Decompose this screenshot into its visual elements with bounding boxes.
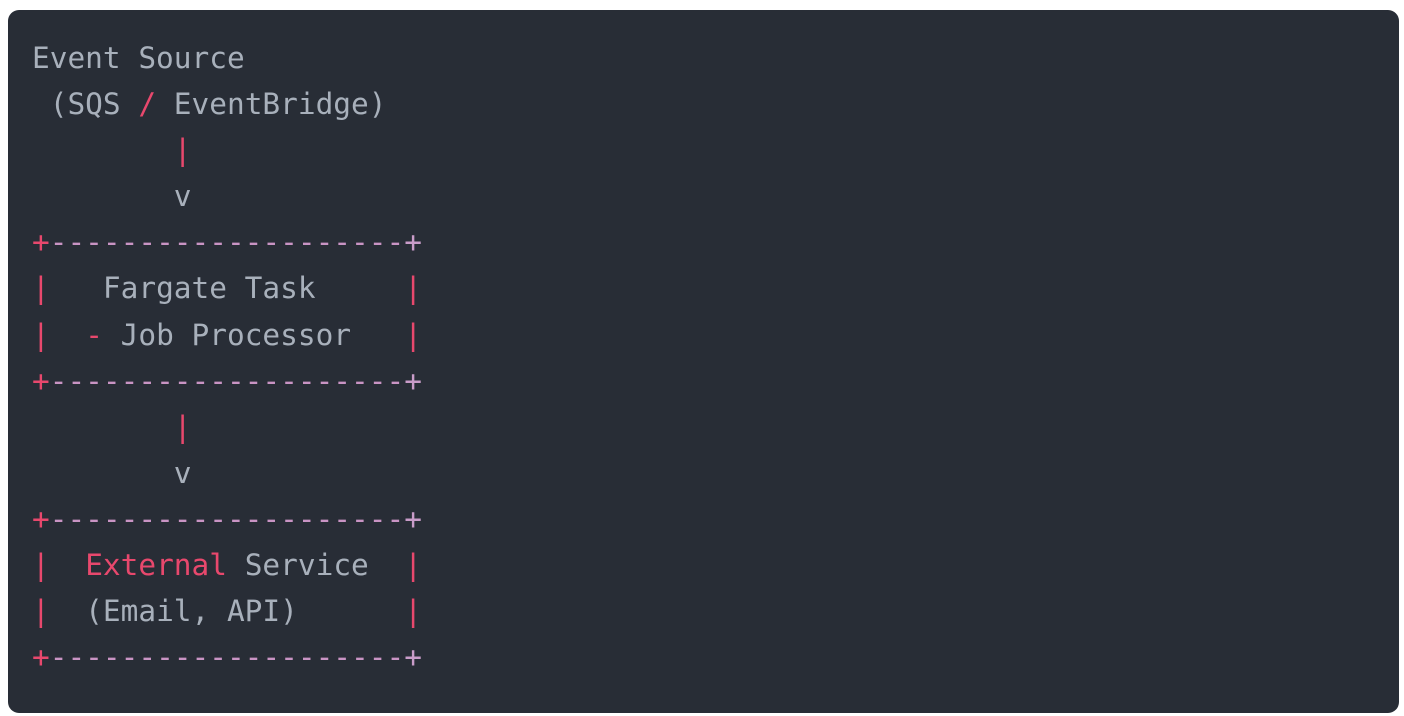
diagram-segment: |: [173, 409, 192, 444]
diagram-segment: --------------------: [49, 501, 405, 536]
diagram-segment: EventBridge): [156, 87, 387, 122]
diagram-segment: --------------------: [49, 640, 405, 675]
diagram-segment: |: [404, 548, 422, 583]
diagram-segment: +: [32, 640, 50, 675]
diagram-segment: --------------------: [49, 225, 405, 260]
ascii-flow-diagram: Event Source (SQS / EventBridge) | v+---…: [8, 10, 1399, 700]
diagram-line: +--------------------+: [32, 219, 1379, 265]
diagram-segment: Job Processor: [102, 317, 405, 352]
diagram-segment: v: [32, 455, 192, 490]
diagram-segment: +: [404, 363, 422, 398]
diagram-line: | External Service |: [32, 542, 1379, 588]
diagram-segment: (Email, API): [49, 594, 405, 629]
diagram-line: |: [32, 127, 1379, 173]
diagram-segment: --------------------: [49, 363, 405, 398]
diagram-line: | (Email, API) |: [32, 588, 1379, 634]
diagram-line: v: [32, 450, 1379, 496]
diagram-segment: |: [404, 594, 422, 629]
diagram-segment: [50, 548, 85, 582]
diagram-segment: +: [32, 501, 50, 536]
diagram-segment: +: [404, 501, 422, 536]
diagram-segment: |: [404, 317, 422, 352]
diagram-segment: |: [32, 594, 50, 629]
diagram-segment: [50, 318, 85, 352]
diagram-segment: |: [32, 317, 50, 352]
diagram-segment: |: [32, 271, 50, 306]
diagram-segment: /: [138, 87, 157, 122]
diagram-line: +--------------------+: [32, 634, 1379, 680]
diagram-line: +--------------------+: [32, 496, 1379, 542]
diagram-line: +--------------------+: [32, 358, 1379, 404]
diagram-segment: v: [32, 179, 192, 214]
diagram-segment: Service: [226, 548, 405, 583]
diagram-segment: |: [32, 548, 50, 583]
diagram-line: | Fargate Task |: [32, 265, 1379, 311]
diagram-segment: Fargate Task: [49, 271, 405, 306]
diagram-segment: +: [32, 225, 50, 260]
diagram-segment: Event Source: [32, 41, 245, 75]
diagram-segment: -: [85, 317, 103, 352]
diagram-segment: External: [85, 548, 227, 583]
diagram-segment: [32, 133, 174, 167]
diagram-segment: +: [404, 225, 422, 260]
diagram-line: v: [32, 173, 1379, 219]
diagram-segment: [32, 410, 174, 444]
diagram-line: | - Job Processor |: [32, 312, 1379, 358]
diagram-line: (SQS / EventBridge): [32, 81, 1379, 127]
diagram-segment: |: [173, 133, 192, 168]
diagram-segment: +: [404, 640, 422, 675]
diagram-segment: +: [32, 363, 50, 398]
diagram-line: Event Source: [32, 35, 1379, 81]
diagram-line: |: [32, 404, 1379, 450]
code-block: Event Source (SQS / EventBridge) | v+---…: [8, 10, 1399, 713]
diagram-segment: (SQS: [32, 87, 139, 122]
diagram-segment: |: [404, 271, 422, 306]
